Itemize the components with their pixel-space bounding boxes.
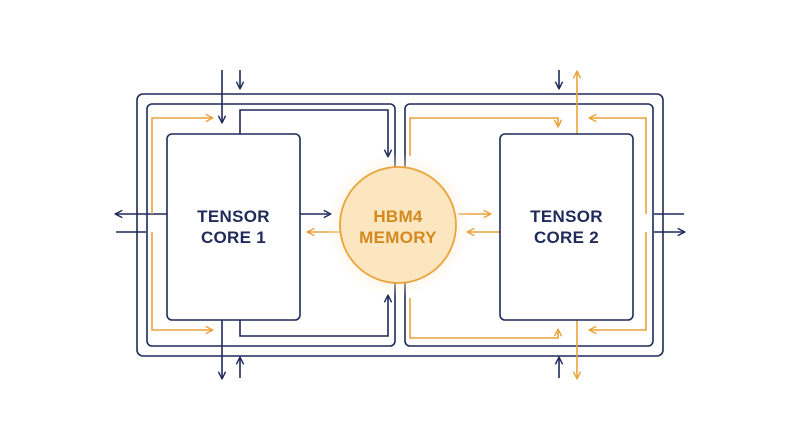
- core2-label-line1: TENSOR: [530, 207, 603, 226]
- loop-left-top: [151, 113, 214, 214]
- memory-label-line1: HBM4: [373, 207, 423, 226]
- core2-label-line2: CORE 2: [534, 228, 599, 247]
- core1-label-line1: TENSOR: [197, 207, 270, 226]
- orange-connections: [151, 70, 647, 380]
- memory-label-line2: MEMORY: [359, 228, 437, 247]
- loop-right-top: [588, 113, 647, 214]
- link-memory-top-core2: [409, 117, 563, 156]
- loop-right-bottom: [588, 232, 647, 335]
- loop-left-bottom: [151, 232, 214, 335]
- link-core1-top-memory: [239, 109, 393, 158]
- link-memory-bottom-core2: [409, 298, 563, 339]
- tensor-core-2: [499, 133, 634, 321]
- core1-label-line2: CORE 1: [201, 228, 266, 247]
- tensor-core-1: [166, 133, 301, 321]
- memory-node: [339, 166, 457, 284]
- link-core1-bottom-memory: [239, 294, 393, 337]
- navy-connections: [114, 70, 686, 380]
